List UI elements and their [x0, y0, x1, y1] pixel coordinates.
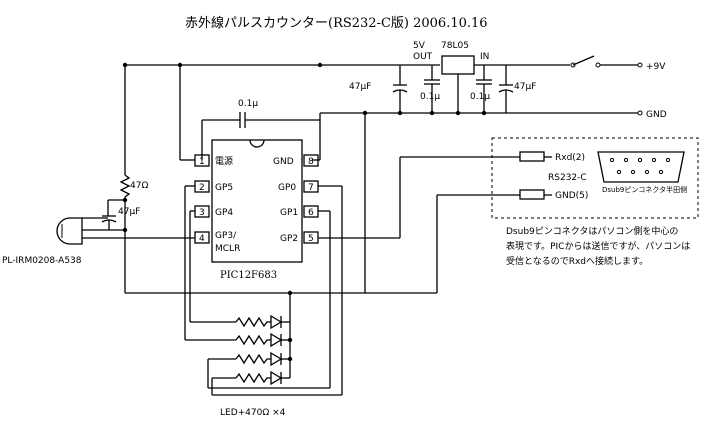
cap-reg-out	[424, 65, 440, 113]
diagram-title: 赤外線パルスカウンター(RS232-C版) 2006.10.16	[185, 15, 488, 31]
resistor-sensor-value: 47Ω	[130, 181, 148, 191]
pin-7-label: GP0	[278, 183, 296, 193]
sensor-part: PL-IRM0208-A538	[2, 256, 82, 266]
regulator-78l05	[441, 55, 475, 113]
note-line-2: 表現です。PICからは送信ですが、パソコンは	[506, 240, 690, 252]
cap-reg-in-value: 0.1μ	[470, 92, 490, 102]
dsub-caption: Dsub9ピンコネクタ半田側	[602, 185, 687, 194]
rs232-gnd: GND(5)	[555, 191, 588, 201]
cap-right-electrolytic	[498, 65, 514, 113]
pin-1-label: 電源	[215, 156, 233, 167]
mcu-name: PIC12F683	[220, 270, 277, 281]
cap-reg-out-value: 0.1μ	[420, 92, 440, 102]
regulator-in-label: IN	[480, 52, 489, 62]
pin-2-num: 2	[199, 183, 205, 193]
gnd-label: GND	[646, 110, 667, 120]
note-line-3: 受信となるのでRxdへ接続します。	[506, 255, 648, 267]
regulator-part: 78L05	[441, 41, 469, 51]
regulator-out-voltage: 5V	[413, 41, 426, 51]
cap-reg-in	[476, 65, 492, 113]
regulator-out-label: OUT	[413, 52, 433, 62]
pin-6-num: 6	[308, 208, 314, 218]
pin-5-label: GP2	[280, 234, 298, 244]
pin-8-num: 8	[308, 157, 314, 167]
cap-chip-value: 0.1μ	[238, 99, 258, 109]
cap-sensor-value: 47μF	[118, 207, 140, 217]
pin-1-num: 1	[199, 157, 205, 167]
pin-3-num: 3	[199, 208, 205, 218]
rs232-box	[491, 137, 699, 219]
pin-6-label: GP1	[280, 208, 298, 218]
chip-vcc-feed	[177, 62, 323, 161]
vcc-label: +9V	[646, 62, 666, 72]
pin-4-sublabel: MCLR	[215, 244, 240, 254]
note-line-1: Dsub9ピンコネクタはパソコン側を中心の	[506, 225, 678, 237]
rs232-wiring	[318, 151, 552, 294]
rs232-rxd: Rxd(2)	[555, 153, 585, 163]
pin-8-label: GND	[273, 157, 294, 167]
rs232-label: RS232-C	[548, 173, 587, 183]
sensor-wiring	[56, 62, 365, 294]
pin-7-num: 7	[308, 183, 314, 193]
gnd-rail	[312, 110, 643, 293]
cap-right-value: 47μF	[514, 82, 536, 92]
led-label: LED+470Ω ×4	[220, 408, 286, 418]
pin-5-num: 5	[308, 234, 314, 244]
vcc-rail	[125, 55, 643, 68]
pin-4-label: GP3/	[215, 231, 237, 241]
pic12f683-chip	[194, 139, 319, 263]
pin-2-label: GP5	[215, 183, 233, 193]
pin-3-label: GP4	[215, 208, 233, 218]
cap-left-electrolytic	[392, 65, 408, 113]
cap-chip-decoupling	[201, 112, 320, 160]
pin-4-num: 4	[199, 234, 205, 244]
led-wiring	[184, 185, 343, 396]
cap-left-value: 47μF	[349, 82, 371, 92]
dsub9-connector-icon	[597, 151, 685, 183]
